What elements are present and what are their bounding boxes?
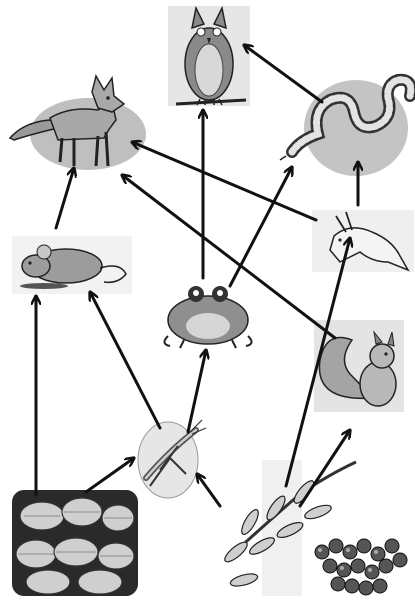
- owl-icon: [168, 5, 250, 106]
- arrow-leaves-to-grasshopper: [84, 458, 134, 494]
- arrow-hare-to-fox: [132, 142, 318, 222]
- arrow-frog-to-snake: [228, 167, 292, 288]
- hare-icon: [312, 210, 414, 272]
- arrow-grasshopper-to-mouse: [90, 292, 162, 430]
- arrow-rowan-to-squirrel: [298, 430, 350, 508]
- arrow-snake-to-owl: [244, 45, 324, 104]
- frog-icon: [163, 286, 253, 349]
- fox-icon: [8, 74, 146, 170]
- arrow-rowan-to-grasshopper: [197, 474, 222, 508]
- snake-icon: [279, 73, 415, 176]
- arrow-grasshopper-to-frog: [186, 350, 206, 434]
- arrow-squirrel-to-fox: [122, 175, 337, 340]
- mouse-icon: [12, 236, 132, 294]
- arrow-mouse-to-fox: [54, 168, 74, 230]
- grasshopper-icon: [137, 419, 207, 499]
- arrow-rowan-to-hare: [284, 238, 350, 488]
- rowan-icon: [224, 460, 408, 596]
- squirrel-icon: [314, 320, 404, 412]
- leaves-icon: [12, 490, 138, 596]
